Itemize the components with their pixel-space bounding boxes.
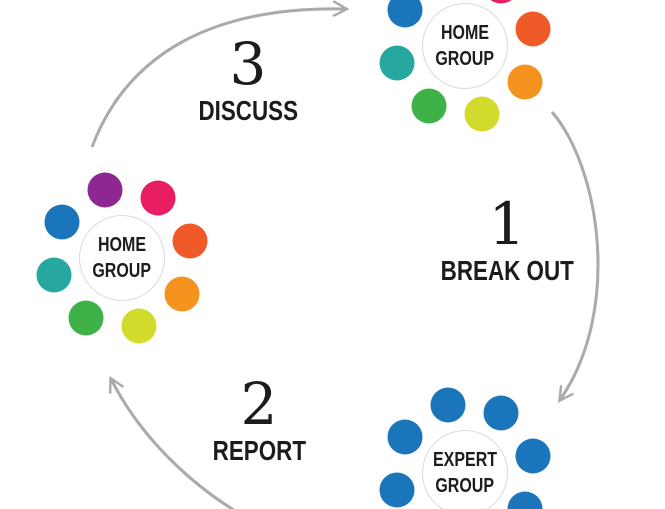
member-dot (515, 11, 551, 47)
arrow-discuss (90, 9, 346, 148)
member-dot (387, 419, 423, 455)
member-dot (430, 387, 466, 423)
member-dot (68, 300, 104, 336)
step-break-out: 1 BREAK OUT (397, 194, 617, 286)
step-label-report: REPORT (212, 435, 306, 466)
step-number-1: 1 (488, 190, 526, 258)
hub-label-line2: GROUP (92, 260, 152, 282)
hub-label-line2: GROUP (435, 475, 495, 497)
step-number-3: 3 (229, 30, 267, 98)
step-report: 2 REPORT (149, 374, 369, 466)
home-group-top-hub: HOME GROUP (422, 3, 508, 89)
arrow-report (111, 379, 236, 509)
member-dot (121, 308, 157, 344)
step-label-break-out: BREAK OUT (440, 255, 574, 286)
member-dot (507, 491, 543, 509)
hub-label-line1: HOME (98, 234, 146, 256)
member-dot (387, 0, 423, 28)
member-dot (483, 395, 519, 431)
member-dot (515, 438, 551, 474)
hub-label-line2: GROUP (435, 48, 495, 70)
member-dot (36, 257, 72, 293)
member-dot (379, 45, 415, 81)
expert-group-hub: EXPERT GROUP (422, 430, 508, 509)
arrow-break-out (550, 111, 600, 400)
member-dot (483, 0, 519, 4)
member-dot (164, 276, 200, 312)
member-dot (140, 180, 176, 216)
step-discuss: 3 DISCUSS (138, 34, 358, 126)
step-label-discuss: DISCUSS (198, 95, 298, 126)
hub-label-line1: EXPERT (432, 449, 498, 471)
member-dot (379, 472, 415, 508)
step-number-2: 2 (240, 370, 278, 438)
member-dot (411, 88, 447, 124)
member-dot (172, 223, 208, 259)
member-dot (87, 172, 123, 208)
hub-label-line1: HOME (441, 22, 489, 44)
member-dot (507, 64, 543, 100)
member-dot (464, 96, 500, 132)
home-group-left-hub: HOME GROUP (79, 215, 165, 301)
member-dot (44, 204, 80, 240)
